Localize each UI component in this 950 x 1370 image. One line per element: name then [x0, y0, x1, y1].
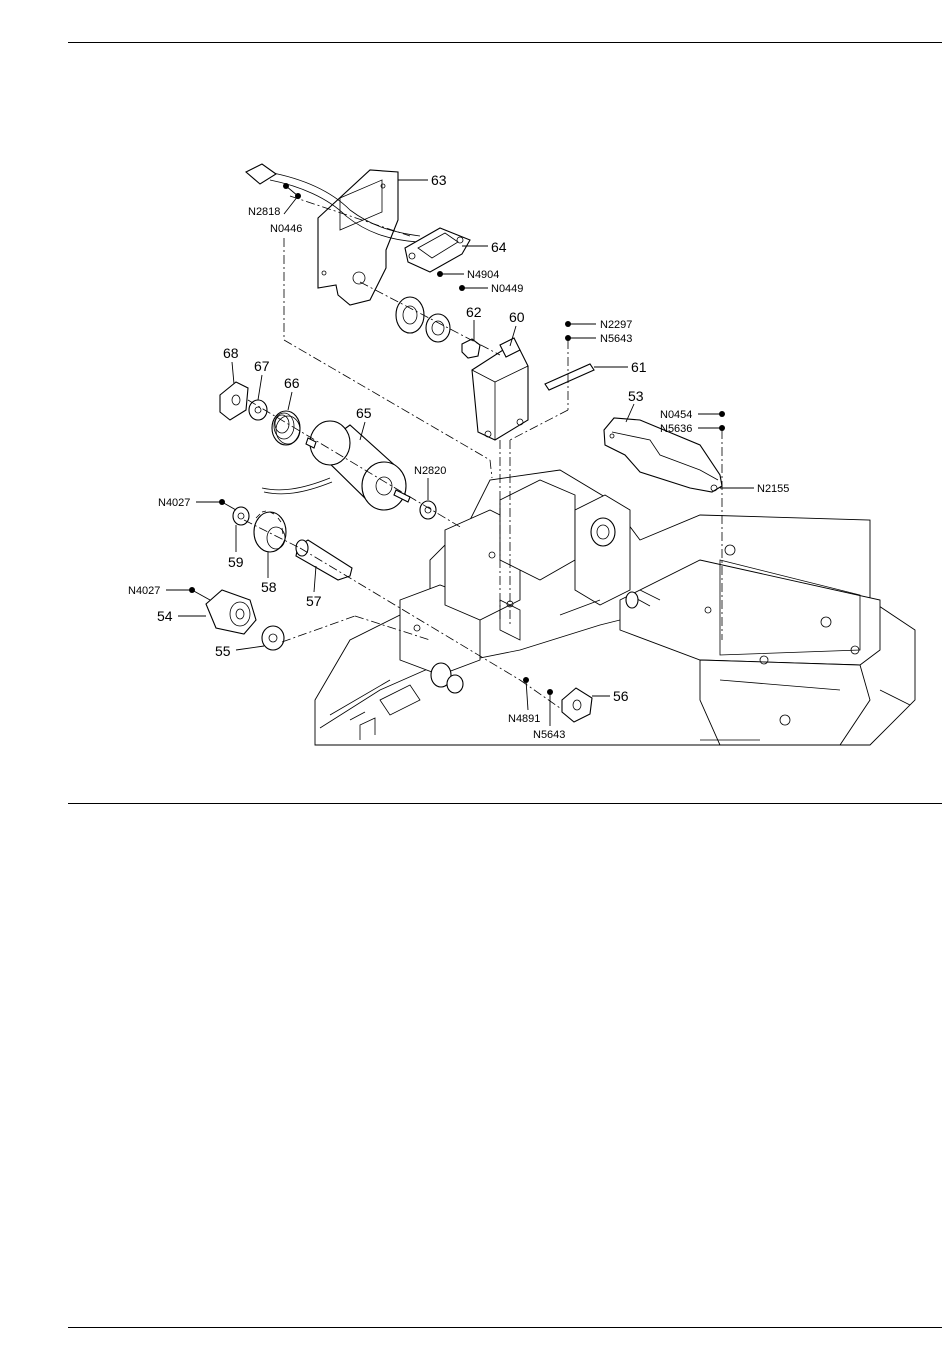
note-n2155: N2155: [757, 483, 789, 495]
part-66: [272, 411, 300, 445]
label-68: 68: [223, 345, 239, 361]
label-57: 57: [306, 593, 322, 609]
label-60: 60: [509, 309, 525, 325]
nut-n2820: [420, 501, 436, 519]
note-n4027-upper: N4027: [158, 497, 190, 509]
part-60: [472, 338, 528, 440]
label-64: 64: [491, 239, 507, 255]
note-n5643-top: N5643: [600, 333, 632, 345]
note-n2297: N2297: [600, 319, 632, 331]
label-67: 67: [254, 358, 270, 374]
note-n5636: N5636: [660, 423, 692, 435]
connector-64: [405, 228, 470, 272]
part-58: [254, 511, 286, 552]
part-68: [220, 382, 248, 420]
label-53: 53: [628, 388, 644, 404]
lock-washer: [396, 297, 450, 342]
part-54: [206, 590, 256, 634]
note-n0454: N0454: [660, 409, 692, 421]
part-57: [296, 540, 352, 580]
note-n4027-lower: N4027: [128, 585, 160, 597]
note-n0446: N0446: [270, 223, 302, 235]
label-65: 65: [356, 405, 372, 421]
part-61: [545, 364, 594, 390]
note-n0449: N0449: [491, 283, 523, 295]
part-62: [462, 339, 480, 358]
label-58: 58: [261, 579, 277, 595]
label-61: 61: [631, 359, 647, 375]
label-55: 55: [215, 643, 231, 659]
label-56: 56: [613, 688, 629, 704]
note-n2820: N2820: [414, 465, 446, 477]
note-n4891: N4891: [508, 713, 540, 725]
label-62: 62: [466, 304, 482, 320]
part-55: [262, 626, 284, 650]
note-n2818: N2818: [248, 206, 280, 218]
note-n4904: N4904: [467, 269, 499, 281]
label-63: 63: [431, 172, 447, 188]
note-n5643-bottom: N5643: [533, 729, 565, 741]
label-59: 59: [228, 554, 244, 570]
label-66: 66: [284, 375, 300, 391]
label-54: 54: [157, 608, 173, 624]
